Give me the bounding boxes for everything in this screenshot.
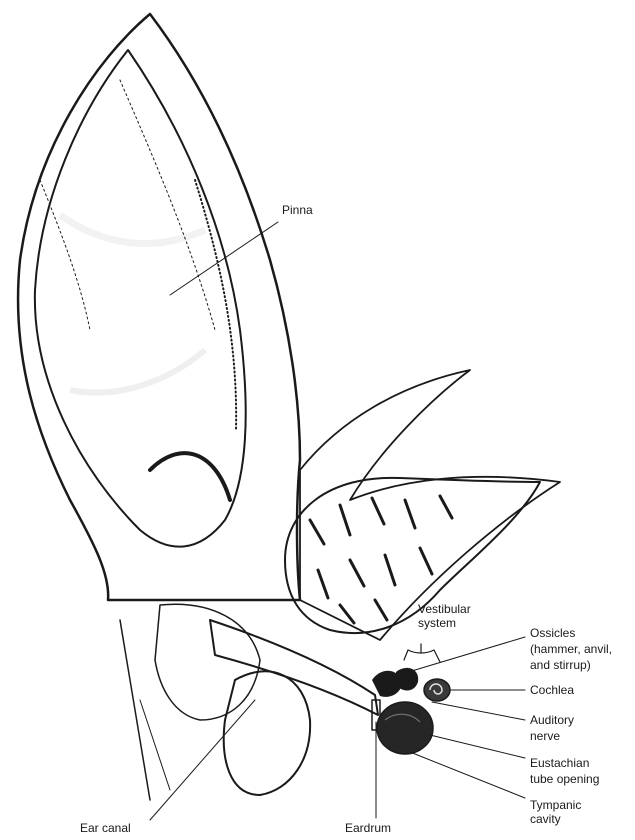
leader-line-auditory <box>432 702 525 720</box>
temporal-tissue <box>285 370 560 640</box>
canal-tissue <box>155 604 260 720</box>
tympanic-cavity-shape <box>377 702 433 754</box>
cochlea-shape <box>424 679 450 701</box>
ear-canal-region <box>120 604 378 800</box>
vestibular-bracket <box>404 644 440 662</box>
pinna-fold-shading <box>195 180 236 430</box>
ear-canal-tube <box>210 620 378 715</box>
label-eardrum: Eardrum <box>345 821 391 835</box>
label-tympanic-cavity: Tympanic cavity <box>530 798 585 826</box>
pinna-outline <box>18 14 300 600</box>
leader-line-eustachian <box>430 735 525 758</box>
label-ossicles: Ossicles (hammer, anvil, and stirrup) <box>530 626 615 672</box>
pinna-fold-shading <box>150 453 230 500</box>
leader-line-pinna <box>170 222 278 295</box>
leader-line-ossicles <box>395 637 525 676</box>
leader-line-tympanic <box>410 752 525 798</box>
label-ear-canal: Ear canal <box>80 821 131 835</box>
label-eustachian-tube: Eustachian tube opening <box>530 756 599 786</box>
pinna-highlight <box>70 350 205 393</box>
pinna-inner-fold <box>35 50 246 547</box>
labels: Pinna Vestibular system Ossicles (hammer… <box>80 203 615 835</box>
leader-lines <box>150 222 525 820</box>
pinna-highlight <box>60 215 205 244</box>
lower-lobe <box>224 671 310 795</box>
pinna-fold-shading <box>120 80 215 330</box>
leader-line-ear-canal <box>150 700 255 820</box>
pinna-drawing <box>18 14 300 600</box>
label-vestibular-system: Vestibular system <box>418 602 474 630</box>
label-cochlea: Cochlea <box>530 683 574 697</box>
pinna-fold-shading <box>40 180 90 330</box>
label-pinna: Pinna <box>282 203 313 217</box>
ossicle-shape <box>396 668 418 691</box>
label-auditory-nerve: Auditory nerve <box>530 713 577 743</box>
muscle-mass <box>285 478 540 633</box>
